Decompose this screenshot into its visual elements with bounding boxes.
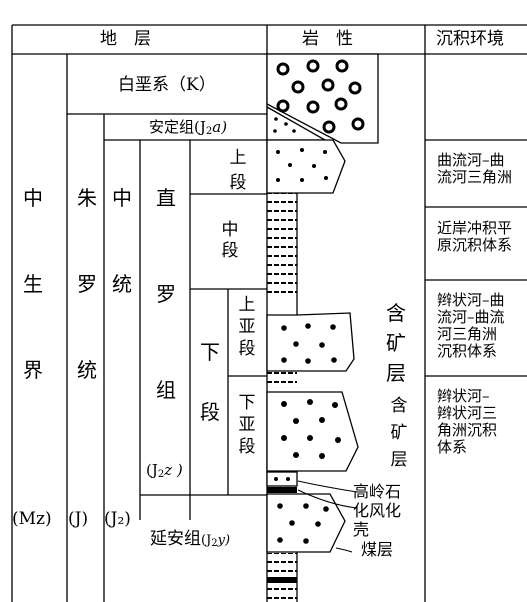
environment-upper: 曲流河–曲流河三角洲 xyxy=(437,151,513,186)
cretaceous-label: 白垩系（K） xyxy=(118,75,216,95)
header-lithology: 岩 性 xyxy=(302,29,353,49)
lower-member-label: 下段 xyxy=(200,340,220,424)
sandstone-pattern-upper xyxy=(276,148,328,182)
series-label: 中统 xyxy=(112,186,132,296)
zhiluo-formation-label: 直罗组 xyxy=(156,186,176,402)
yanan-formation-label: 延安组(J2y) xyxy=(150,529,231,549)
middle-member-label: 中段 xyxy=(221,220,239,261)
coal-seam-2 xyxy=(267,577,297,583)
table-grid-lines xyxy=(11,24,527,602)
environment-lower-upper: 辫状河–曲流河–曲流 河三角洲沉积体系 xyxy=(437,291,505,360)
label-leader-lines xyxy=(297,480,358,553)
sandstone-pattern-lower-upper xyxy=(281,323,337,364)
ore-layer-label-2: 含矿层 xyxy=(390,396,408,470)
system-label: 朱罗统 xyxy=(77,186,97,382)
lower-upper-submember-label: 上亚段 xyxy=(238,295,256,359)
kaolin-weathering-crust-label: 高岭石化风化壳 xyxy=(353,482,402,539)
anding-formation-label: 安定组(J2a) xyxy=(149,118,228,137)
era-code: (Mz) xyxy=(12,509,52,529)
sandstone-pattern-lower-lower xyxy=(281,399,341,459)
series-code: (J₂) xyxy=(104,509,131,529)
system-code: (J) xyxy=(68,509,89,529)
zhiluo-formation-code: (J2z ) xyxy=(146,461,183,480)
lower-lower-submember-label: 下亚段 xyxy=(238,393,256,457)
conglomerate-pattern xyxy=(276,59,365,134)
upper-member-label: 上段 xyxy=(229,148,247,193)
coal-seam-label: 煤层 xyxy=(361,540,394,559)
mudstone-pattern xyxy=(267,193,297,293)
era-label: 中生界 xyxy=(23,186,43,382)
lithology-column xyxy=(266,53,379,602)
environment-lower-lower: 辫状河–辫状河三 角洲沉积体系 xyxy=(437,387,498,456)
coal-seam-1 xyxy=(267,487,297,493)
header-strata: 地 层 xyxy=(100,29,151,49)
header-environment: 沉积环境 xyxy=(436,29,504,49)
environment-middle: 近岸冲积平原沉积体系 xyxy=(437,219,513,254)
ore-layer-label-1: 含矿层 xyxy=(386,301,406,385)
